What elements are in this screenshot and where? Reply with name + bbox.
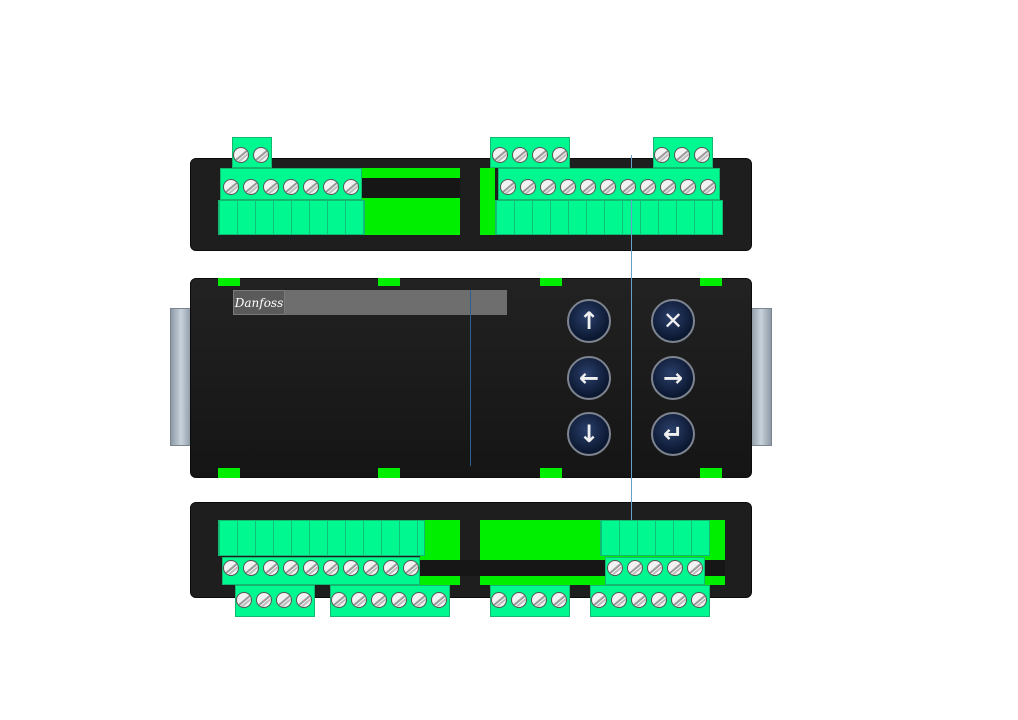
display-window: [285, 290, 507, 315]
terminal-screw-icon[interactable]: [343, 560, 359, 576]
terminal-screw-icon[interactable]: [512, 147, 528, 163]
terminal-screw-icon[interactable]: [551, 592, 567, 608]
terminal-screw-icon[interactable]: [660, 179, 676, 195]
mounting-clip: [378, 468, 400, 478]
mounting-clip: [378, 278, 400, 286]
terminal-screw-icon[interactable]: [363, 560, 379, 576]
up-button[interactable]: ↑: [567, 299, 611, 343]
enter-button[interactable]: ↵: [651, 412, 695, 456]
terminal-screw-icon[interactable]: [303, 560, 319, 576]
terminal-block: [590, 585, 710, 617]
terminal-screw-icon[interactable]: [303, 179, 319, 195]
danfoss-logo: Danfoss: [233, 290, 285, 315]
terminal-screw-icon[interactable]: [520, 179, 536, 195]
terminal-base: [218, 520, 425, 556]
terminal-screw-icon[interactable]: [674, 147, 690, 163]
terminal-screw-icon[interactable]: [620, 179, 636, 195]
terminal-screw-icon[interactable]: [667, 560, 683, 576]
left-button[interactable]: ←: [567, 356, 611, 400]
down-button[interactable]: ↓: [567, 412, 611, 456]
terminal-screw-icon[interactable]: [243, 179, 259, 195]
terminal-screw-icon[interactable]: [331, 592, 347, 608]
terminal-screw-icon[interactable]: [403, 560, 419, 576]
terminal-screw-icon[interactable]: [531, 592, 547, 608]
arrow-down-icon: ↓: [578, 420, 600, 448]
terminal-screw-icon[interactable]: [296, 592, 312, 608]
terminal-screw-icon[interactable]: [256, 592, 272, 608]
terminal-screw-icon[interactable]: [552, 147, 568, 163]
terminal-screw-icon[interactable]: [560, 179, 576, 195]
mounting-clip: [218, 278, 240, 286]
terminal-screw-icon[interactable]: [671, 592, 687, 608]
terminal-screw-icon[interactable]: [323, 179, 339, 195]
terminal-block: [330, 585, 450, 617]
cancel-button[interactable]: ✕: [651, 299, 695, 343]
terminal-screw-icon[interactable]: [680, 179, 696, 195]
terminal-screw-icon[interactable]: [491, 592, 507, 608]
mounting-clip: [540, 468, 562, 478]
terminal-screw-icon[interactable]: [700, 179, 716, 195]
terminal-screw-icon[interactable]: [500, 179, 516, 195]
terminal-base: [218, 200, 365, 235]
terminal-screw-icon[interactable]: [532, 147, 548, 163]
terminal-screw-icon[interactable]: [263, 179, 279, 195]
terminal-base: [600, 520, 710, 556]
terminal-screw-icon[interactable]: [391, 592, 407, 608]
close-icon: ✕: [662, 307, 684, 335]
arrow-left-icon: ←: [578, 364, 600, 392]
terminal-screw-icon[interactable]: [631, 592, 647, 608]
mounting-clip: [700, 278, 722, 286]
terminal-screw-icon[interactable]: [694, 147, 710, 163]
terminal-screw-icon[interactable]: [651, 592, 667, 608]
terminal-screw-icon[interactable]: [540, 179, 556, 195]
terminal-screw-icon[interactable]: [611, 592, 627, 608]
terminal-screw-icon[interactable]: [283, 560, 299, 576]
terminal-screw-icon[interactable]: [236, 592, 252, 608]
terminal-screw-icon[interactable]: [383, 560, 399, 576]
right-button[interactable]: →: [651, 356, 695, 400]
terminal-screw-icon[interactable]: [627, 560, 643, 576]
terminal-screw-icon[interactable]: [351, 592, 367, 608]
guide-line: [631, 155, 632, 520]
connector-slot: [360, 178, 460, 198]
din-rail-right: [750, 308, 772, 446]
terminal-screw-icon[interactable]: [600, 179, 616, 195]
din-rail-left: [170, 308, 192, 446]
terminal-screw-icon[interactable]: [283, 179, 299, 195]
terminal-screw-icon[interactable]: [276, 592, 292, 608]
terminal-screw-icon[interactable]: [263, 560, 279, 576]
terminal-screw-icon[interactable]: [343, 179, 359, 195]
connector-socket: [480, 168, 495, 235]
terminal-screw-icon[interactable]: [654, 147, 670, 163]
terminal-screw-icon[interactable]: [323, 560, 339, 576]
terminal-base: [495, 200, 723, 235]
terminal-screw-icon[interactable]: [411, 592, 427, 608]
terminal-screw-icon[interactable]: [647, 560, 663, 576]
terminal-screw-icon[interactable]: [243, 560, 259, 576]
terminal-screw-icon[interactable]: [431, 592, 447, 608]
terminal-screw-icon[interactable]: [687, 560, 703, 576]
terminal-screw-icon[interactable]: [223, 179, 239, 195]
enter-icon: ↵: [662, 420, 684, 448]
mounting-clip: [540, 278, 562, 286]
terminal-screw-icon[interactable]: [640, 179, 656, 195]
terminal-screw-icon[interactable]: [371, 592, 387, 608]
divider-line: [470, 290, 471, 466]
terminal-screw-icon[interactable]: [511, 592, 527, 608]
mounting-clip: [700, 468, 722, 478]
terminal-screw-icon[interactable]: [492, 147, 508, 163]
terminal-screw-icon[interactable]: [253, 147, 269, 163]
terminal-screw-icon[interactable]: [233, 147, 249, 163]
mounting-clip: [218, 468, 240, 478]
terminal-screw-icon[interactable]: [580, 179, 596, 195]
terminal-screw-icon[interactable]: [691, 592, 707, 608]
arrow-up-icon: ↑: [578, 307, 600, 335]
terminal-screw-icon[interactable]: [591, 592, 607, 608]
terminal-screw-icon[interactable]: [607, 560, 623, 576]
terminal-screw-icon[interactable]: [223, 560, 239, 576]
arrow-right-icon: →: [662, 364, 684, 392]
